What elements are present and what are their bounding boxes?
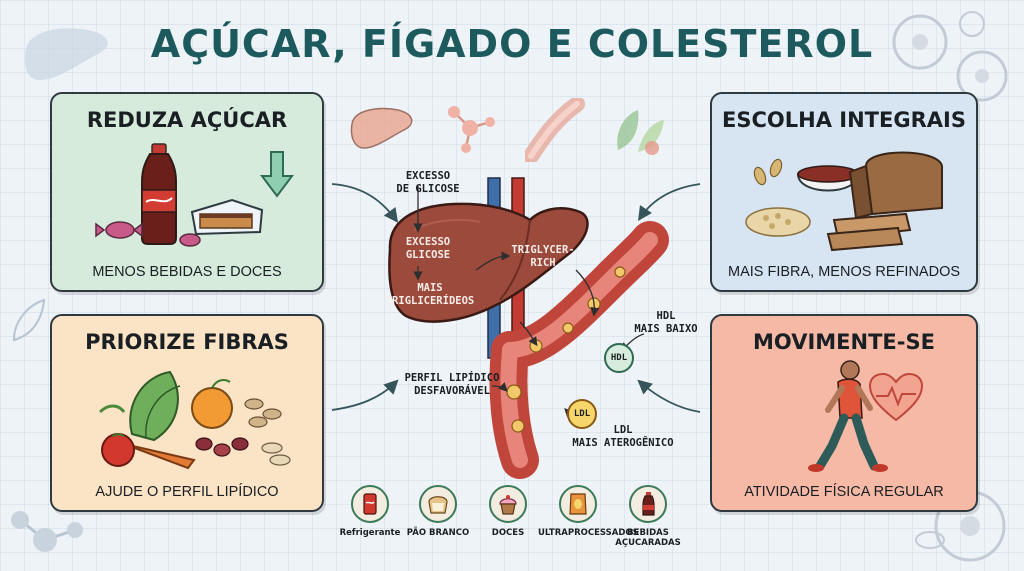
move-card: MOVIMENTE-SE ATIVIDADE FÍSICA REGULAR <box>710 314 978 512</box>
molecule-decoration <box>11 511 83 552</box>
liver-icon <box>350 107 413 149</box>
liver-and-artery-illustration <box>388 177 669 479</box>
icon-label-ultraprocessed: ULTRAPROCESSADOS <box>538 528 639 538</box>
reduce-sugar-caption: MENOS BEBIDAS E DOCES <box>92 264 282 280</box>
ldl-badge: LDL <box>573 409 591 419</box>
reduce-sugar-title: REDUZA AÇÚCAR <box>86 108 288 132</box>
ldl-atherogenic-label: LDL MAIS ATEROGÊNICO <box>572 424 674 449</box>
page-title: AÇÚCAR, FÍGADO E COLESTEROL <box>150 22 874 66</box>
icon-item-sweets: DOCES <box>468 485 548 538</box>
heart-pulse-icon <box>868 372 924 422</box>
hdl-badge-icon <box>604 343 634 373</box>
vegetables-icon <box>617 110 664 155</box>
unfavorable-profile-label: PERFIL LIPÍDICO DESFAVORÁVEL <box>404 372 500 397</box>
hdl-lower-label: HDL MAIS BAIXO <box>634 310 698 335</box>
excess-glucose-top-label: EXCESSO DE GLICOSE <box>396 170 460 195</box>
whole-grains-card: ESCOLHA INTEGRAIS MAIS FIBRA, MENOS REFI… <box>710 92 978 292</box>
move-title: MOVIMENTE-SE <box>753 330 935 354</box>
more-triglycerides-label: MAIS TRIGLICERÍDEOS <box>385 282 475 307</box>
artery-icon <box>525 98 585 162</box>
icon-label-sugary-drinks-1: BEBIDAS <box>627 528 669 538</box>
soda-and-candy-icon <box>95 143 264 247</box>
icon-item-white-bread: PÃO BRANCO <box>398 485 478 538</box>
reduce-sugar-card: REDUZA AÇÚCAR MENOS BEBIDAS E DOCES <box>50 92 324 292</box>
icon-label-sugary-drinks-2: AÇUCARADAS <box>615 538 681 548</box>
fiber-title: PRIORIZE FIBRAS <box>85 330 289 354</box>
whole-grain-bread-icon <box>745 151 943 252</box>
move-caption: ATIVIDADE FÍSICA REGULAR <box>744 484 944 500</box>
hdl-badge: HDL <box>610 353 628 363</box>
whole-grains-title: ESCOLHA INTEGRAIS <box>722 108 966 132</box>
white-bread-icon <box>419 485 457 523</box>
arrow-down-icon <box>260 151 294 198</box>
excess-glucose-liver-label: EXCESSO GLICOSE <box>405 236 451 261</box>
molecule-icon <box>448 106 495 153</box>
foods-to-limit-row: Refrigerante PÃO BRANCO DOCES ULTRA <box>330 485 700 565</box>
icon-item-soda: Refrigerante <box>330 485 410 538</box>
liver-outline-decoration <box>24 28 108 80</box>
icon-item-ultraprocessed: ULTRAPROCESSADOS <box>538 485 639 538</box>
vegetables-and-legumes-icon <box>98 370 291 470</box>
chips-bag-icon <box>559 485 597 523</box>
fiber-card: PRIORIZE FIBRAS AJUDE O PERFIL LIPÍDICO <box>50 314 324 512</box>
soda-can-icon <box>351 485 389 523</box>
icon-item-sugary-drinks: BEBIDAS AÇUCARADAS <box>608 485 688 548</box>
leaf-decoration <box>12 298 46 342</box>
soda-bottle-icon <box>629 485 667 523</box>
icon-label-soda: Refrigerante <box>339 528 401 538</box>
cupcake-icon <box>489 485 527 523</box>
walking-person-icon <box>808 360 888 472</box>
icon-label-sweets: DOCES <box>491 528 525 538</box>
whole-grains-caption: MAIS FIBRA, MENOS REFINADOS <box>727 264 961 280</box>
ldl-badge-icon <box>567 399 597 429</box>
fiber-caption: AJUDE O PERFIL LIPÍDICO <box>95 484 279 500</box>
icon-label-white-bread: PÃO BRANCO <box>406 528 470 538</box>
cell-decoration <box>892 11 1008 102</box>
trigly-rich-label: TRIGLYCER- RICH <box>511 244 575 269</box>
